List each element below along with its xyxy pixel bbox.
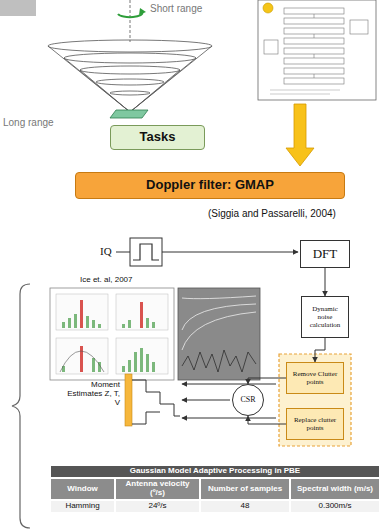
estimate-steps (132, 380, 180, 416)
node-text: Remove Clutter points (289, 370, 341, 386)
axis-line (130, 0, 131, 42)
output-arrow (182, 400, 230, 401)
connector (325, 268, 326, 296)
process-box: Dynamic noise calculation (301, 296, 349, 338)
wire (116, 252, 130, 253)
citation: (Siggia and Passarelli, 2004) (208, 208, 383, 220)
process-box: Replace clutter points (286, 408, 344, 440)
output-arrow (182, 418, 276, 419)
process-box: Remove Clutter points (286, 362, 344, 394)
table-cell: Hamming (50, 500, 115, 513)
output-arrow (182, 384, 276, 385)
output-label: Moment Estimates Z, T, V (62, 380, 120, 408)
cell-text: Window (67, 485, 98, 494)
block-arrow (286, 104, 314, 166)
noise-plot (178, 288, 260, 380)
range-label: Short range (150, 3, 230, 15)
table-cell: Antenna velocity (º/s) (115, 478, 200, 500)
node-text: Tasks (140, 130, 176, 145)
table-cell: Window (50, 478, 115, 500)
estimate-bar (125, 374, 132, 426)
cell-text: Gaussian Model Adaptive Processing in PB… (130, 467, 300, 476)
spectra-panel (50, 288, 174, 380)
cell-text: 48 (241, 502, 250, 511)
window-symbol (130, 238, 162, 266)
rotation-arrow (118, 12, 142, 17)
node-text: DFT (313, 247, 338, 262)
node-text: Doppler filter: GMAP (146, 178, 274, 193)
cell-text: 0.300m/s (319, 502, 352, 511)
wire-arrow (162, 252, 298, 253)
node-text: Replace clutter points (289, 416, 341, 432)
window-pulse (133, 244, 159, 260)
process-box: DFT (300, 240, 350, 268)
node-text: Dynamic noise calculation (304, 305, 346, 329)
connector (248, 416, 286, 424)
table-cell: 48 (200, 500, 290, 513)
table-cell: 0.300m/s (290, 500, 380, 513)
connector (315, 338, 325, 362)
citation: Ice et. al, 2007 (80, 275, 170, 284)
table-cell: 24º/s (115, 500, 200, 513)
signal-name: IQ (100, 245, 120, 258)
estimate-steps (132, 412, 160, 424)
cell-text: Antenna velocity (º/s) (118, 480, 197, 498)
node-text: CSR (240, 395, 255, 404)
rotation-arrowhead (139, 8, 146, 15)
table-cell: Spectral width (m/s) (290, 478, 380, 500)
clutter-region (279, 354, 351, 446)
cell-text: Hamming (65, 502, 99, 511)
range-label: Long range (3, 117, 73, 129)
cell-text: 24º/s (148, 502, 166, 511)
cell-text: Number of samples (208, 485, 282, 494)
ground-patch (110, 110, 148, 118)
bracket (12, 284, 30, 528)
process-circle: CSR (232, 384, 264, 416)
table-cell: Gaussian Model Adaptive Processing in PB… (50, 465, 380, 478)
process-box: Doppler filter: GMAP (75, 172, 345, 199)
corner-tab (0, 0, 36, 16)
cell-text: Spectral width (m/s) (297, 485, 373, 494)
block-diagram-thumbnail (258, 0, 376, 100)
scan-cones (48, 40, 212, 112)
connector (248, 378, 286, 384)
table-cell: Number of samples (200, 478, 290, 500)
task-box: Tasks (110, 125, 205, 150)
